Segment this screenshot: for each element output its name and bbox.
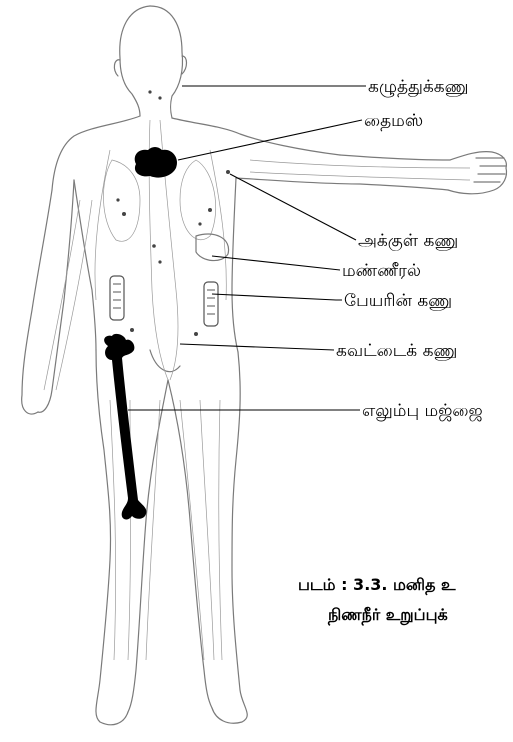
figure-caption: படம் : 3.3. மனித உ நிணநீர் உறுப்புக் xyxy=(298,575,456,625)
caption-line-2: நிணநீர் உறுப்புக் xyxy=(327,605,448,625)
caption-line-1: படம் : 3.3. மனித உ xyxy=(298,575,456,595)
label-thymus: தைமஸ் xyxy=(364,111,423,131)
label-cervical-nodes: கழுத்துக்கணு xyxy=(368,77,468,97)
peyers-patches xyxy=(110,276,218,326)
lymph-nodes xyxy=(116,90,230,336)
label-axillary-nodes: அக்குள் கணு xyxy=(358,231,458,251)
label-spleen: மண்ணீரல் xyxy=(342,261,421,281)
femur-bone-marrow xyxy=(104,334,146,520)
label-bone-marrow: எலும்பு மஜ்ஜை xyxy=(362,401,483,422)
thymus-organ xyxy=(135,147,177,178)
organ-labels: கழுத்துக்கணு தைமஸ் அக்குள் கணு மண்ணீரல் … xyxy=(336,77,483,422)
leader-spleen xyxy=(212,256,340,270)
leader-inguinal xyxy=(180,344,334,350)
label-peyers-patches: பேயரின் கணு xyxy=(344,291,452,311)
leader-lines xyxy=(128,86,366,410)
label-inguinal-nodes: கவட்டைக் கணு xyxy=(336,341,457,361)
